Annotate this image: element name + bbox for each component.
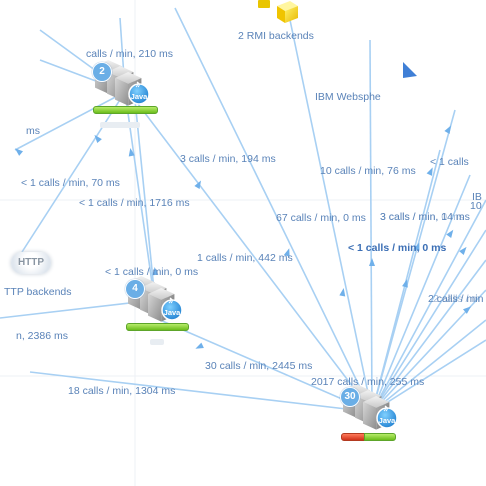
edge-arrowhead [283,248,290,257]
edge-label: < 1 calls / min, 0 ms [105,266,199,278]
edge-arrowhead [14,148,23,156]
top-agent-health-bar [93,106,158,114]
edge-arrowhead [402,279,408,288]
edge-label: 3 calls / min, 0 ms [380,211,465,223]
edge-arrowhead [446,229,454,238]
rmi-backends-label[interactable]: 2 RMI backends [238,30,314,42]
top-agent-name-placeholder [100,122,140,128]
edge-arrowhead [413,242,420,251]
top-agent-count-badge: 2 [92,62,112,82]
call-edge[interactable] [159,319,373,413]
edge-arrowhead [194,180,201,189]
call-edge[interactable] [289,19,373,413]
edge-label: 1 calls / min, 442 ms [197,252,293,264]
edge-label: ms [26,125,40,137]
edge-arrowhead [463,306,472,314]
edge-label: 2017 calls / min, 255 ms [311,376,425,388]
bottom-agent-count-badge: 30 [340,387,360,407]
call-edge[interactable] [371,229,486,413]
mid-agent-health-bar [126,323,189,331]
http-backend-icon[interactable]: HTTP [11,252,51,274]
edge-arrowhead [459,246,467,255]
java-technology-label: Java [379,416,397,425]
edge-arrowhead [128,148,135,157]
edge-label: 10 calls / min, 76 ms [320,165,416,177]
ib-label-fragment[interactable]: IB [472,191,482,203]
edge-arrowheads [14,125,472,349]
edge-label: < 1 calls / min, 70 ms [21,177,120,189]
edge-label: 10 [470,200,482,212]
call-edge[interactable] [371,319,486,413]
edge-arrowhead [426,167,433,176]
call-edge[interactable] [174,7,373,413]
call-edge[interactable] [371,174,471,413]
edge-label-highlighted: < 1 calls / min, 0 ms [348,242,447,254]
edge-label: 3 calls / min, 14 ms [380,211,470,223]
call-edge[interactable] [21,91,126,253]
call-edge[interactable] [371,199,486,413]
edge-label: 2 calls / min [428,293,484,305]
rmi-backend-icon[interactable] [258,0,298,23]
edge-arrowhead [195,342,204,349]
edge-label: n, 2386 ms [16,330,68,342]
edge-arrowhead [94,134,102,143]
edge-label: 2 calls / m [433,293,481,305]
bottom-agent-health-bar [364,433,396,441]
mid-agent-name-placeholder [150,339,164,345]
java-technology-label: Java [164,308,182,317]
edge-arrowhead [152,267,159,276]
edge-arrowhead [369,258,375,266]
call-edge[interactable] [134,99,156,301]
edge-arrowhead [339,288,346,297]
edge-label: 18 calls / min, 1304 ms [68,385,176,397]
java-technology-label: Java [131,92,149,101]
call-edge[interactable] [134,99,373,413]
call-edge[interactable] [14,91,126,151]
agent-cluster-bottom[interactable]: Java [343,384,398,430]
edge-label: < 1 calls [430,156,469,168]
edge-arrowhead [444,125,451,134]
call-edge[interactable] [29,371,373,413]
call-edge[interactable] [369,39,373,413]
bottom-agent-health-bar-error [341,433,365,441]
call-edges[interactable] [0,7,486,413]
edge-label: < 1 calls / min, 1716 ms [79,197,190,209]
edge-label: 3 calls / min, 194 ms [180,153,276,165]
mid-agent-count-badge: 4 [125,279,145,299]
edge-label: calls / min, 210 ms [86,48,173,60]
call-edge[interactable] [371,259,486,413]
edge-label: 67 calls / min, 0 ms [276,212,366,224]
ibm-websphere-label[interactable]: IBM Websphe [315,91,381,103]
edge-label: 30 calls / min, 2445 ms [205,360,313,372]
websphere-icon[interactable] [403,62,417,78]
call-edge[interactable] [371,339,486,413]
http-backends-label[interactable]: TTP backends [4,286,72,298]
